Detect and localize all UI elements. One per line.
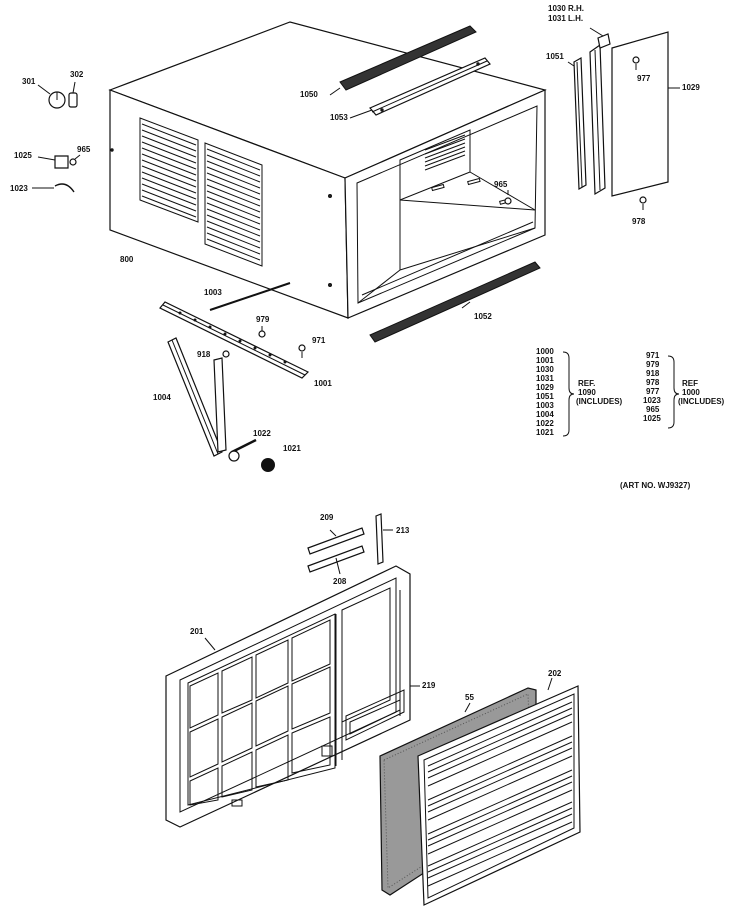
label-1029: 1029: [682, 83, 700, 92]
front-grille-202: [417, 677, 581, 906]
ref2-part-4: 977: [646, 387, 660, 396]
clip-1023: [32, 183, 75, 193]
support-leg-1004: [167, 337, 227, 457]
side-louvers: [139, 117, 263, 267]
label-208: 208: [333, 577, 347, 586]
cabinet-800: [108, 21, 547, 319]
label-1001: 1001: [314, 379, 332, 388]
label-1022: 1022: [253, 429, 271, 438]
label-1021: 1021: [283, 444, 301, 453]
label-965-cabinet: 965: [494, 180, 508, 189]
strip-213: [375, 513, 393, 565]
support-bar-1003: [209, 282, 291, 311]
label-1031: 1031 L.H.: [548, 14, 583, 23]
ref2-part-0: 971: [646, 351, 660, 360]
screw-978: [639, 196, 647, 210]
ref1-part-2: 1030: [536, 365, 554, 374]
label-918: 918: [197, 350, 211, 359]
ref1-part-6: 1003: [536, 401, 554, 410]
art-number: (ART NO. WJ9327): [620, 481, 691, 490]
knob-1021: [261, 458, 275, 472]
ref2-line2: 1000: [682, 388, 700, 397]
ref2-part-2: 918: [646, 369, 660, 378]
label-1052: 1052: [474, 312, 492, 321]
bracket-208: [307, 545, 365, 575]
screw-965-cabinet: [504, 190, 512, 205]
label-1051: 1051: [546, 52, 564, 61]
ref2-line1: REF: [682, 379, 698, 388]
ref2-part-6: 965: [646, 405, 660, 414]
label-209: 209: [320, 513, 334, 522]
side-channel-1051: [567, 56, 587, 191]
ref2-part-7: 1025: [643, 414, 661, 423]
label-978: 978: [632, 217, 646, 226]
label-977: 977: [637, 74, 651, 83]
screw-971: [298, 344, 306, 358]
knob-302: [68, 81, 78, 108]
ref1-part-5: 1051: [536, 392, 554, 401]
ref1-part-4: 1029: [536, 383, 554, 392]
reference-brackets: [562, 351, 680, 437]
bracket-209: [307, 527, 365, 555]
screw-977: [632, 56, 640, 70]
bracket-1025: [37, 155, 69, 169]
knob-301: [37, 84, 66, 109]
label-1053: 1053: [330, 113, 348, 122]
bolt-1022: [228, 438, 257, 462]
label-1003: 1003: [204, 288, 222, 297]
label-1030: 1030 R.H.: [548, 4, 584, 13]
top-rail-1053: [349, 57, 491, 119]
seal-strip-1052: [369, 261, 541, 343]
screw-918: [222, 350, 230, 358]
ref1-line3: (INCLUDES): [576, 397, 623, 406]
ref1-part-8: 1022: [536, 419, 554, 428]
label-1050: 1050: [300, 90, 318, 99]
frame-201: [165, 565, 420, 828]
part-labels: 301 302 1025 965 1023 800 1050 1053 1030…: [10, 4, 700, 702]
label-201: 201: [190, 627, 204, 636]
label-1023: 1023: [10, 184, 28, 193]
ref1-line1: REF.: [578, 379, 595, 388]
side-rail-1030-1031: [589, 27, 611, 196]
label-55: 55: [465, 693, 474, 702]
label-965-left: 965: [77, 145, 91, 154]
ref1-part-9: 1021: [536, 428, 554, 437]
ref2-part-5: 1023: [643, 396, 661, 405]
label-979: 979: [256, 315, 270, 324]
label-202: 202: [548, 669, 562, 678]
label-213: 213: [396, 526, 410, 535]
ref1-part-1: 1001: [536, 356, 554, 365]
ref1-part-7: 1004: [536, 410, 554, 419]
label-219: 219: [422, 681, 436, 690]
ref2-part-1: 979: [646, 360, 660, 369]
label-971: 971: [312, 336, 326, 345]
ref2-part-3: 978: [646, 378, 660, 387]
label-1025: 1025: [14, 151, 32, 160]
label-301: 301: [22, 77, 36, 86]
ref2-line3: (INCLUDES): [678, 397, 725, 406]
ref1-part-3: 1031: [536, 374, 554, 383]
side-panel-1029: [611, 31, 680, 197]
screw-979: [258, 326, 266, 338]
label-302: 302: [70, 70, 84, 79]
reference-list-1000: 971 979 918 978 977 1023 965 1025 REF 10…: [643, 351, 725, 423]
screw-965-left: [69, 154, 81, 166]
reference-list-1090: 1000 1001 1030 1031 1029 1051 1003 1004 …: [536, 347, 623, 437]
support-rail-1001: [159, 301, 310, 379]
label-800: 800: [120, 255, 134, 264]
label-1004: 1004: [153, 393, 171, 402]
ref1-line2: 1090: [578, 388, 596, 397]
seal-strip-1050: [329, 25, 477, 96]
ref1-part-0: 1000: [536, 347, 554, 356]
